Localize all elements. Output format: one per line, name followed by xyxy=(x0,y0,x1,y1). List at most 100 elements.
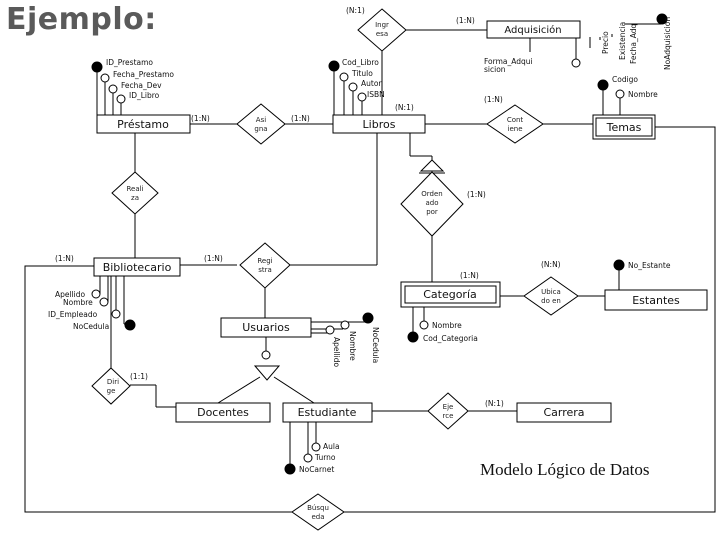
svg-text:Titulo: Titulo xyxy=(351,69,373,78)
svg-text:Búsqu: Búsqu xyxy=(307,504,329,512)
svg-text:Reali: Reali xyxy=(126,185,143,193)
entity-bibliotecario: Bibliotecario xyxy=(93,257,181,277)
svg-text:(N:1): (N:1) xyxy=(346,6,365,15)
svg-text:(1:N): (1:N) xyxy=(456,16,475,25)
svg-text:Precio: Precio xyxy=(601,31,610,54)
svg-text:NoCarnet: NoCarnet xyxy=(299,465,334,474)
svg-text:(1:N): (1:N) xyxy=(484,95,503,104)
svg-text:ID_Empleado: ID_Empleado xyxy=(48,310,98,319)
svg-text:Eje: Eje xyxy=(443,403,454,411)
svg-text:Temas: Temas xyxy=(606,121,642,134)
svg-text:(N:1): (N:1) xyxy=(395,103,414,112)
svg-text:Apellido: Apellido xyxy=(55,290,86,299)
rel-ubicado: Ubica do en xyxy=(523,276,579,316)
svg-text:Turno: Turno xyxy=(314,453,336,462)
svg-text:(1:N): (1:N) xyxy=(467,190,486,199)
slide-title: Ejemplo: xyxy=(6,2,157,37)
svg-text:Cont: Cont xyxy=(507,116,524,124)
svg-text:Asi: Asi xyxy=(256,116,266,124)
svg-text:eda: eda xyxy=(311,513,324,521)
svg-text:(N:N): (N:N) xyxy=(541,260,561,269)
svg-text:gna: gna xyxy=(254,125,267,133)
svg-text:Fecha_Prestamo: Fecha_Prestamo xyxy=(113,70,174,79)
rel-ejerce: Eje rce xyxy=(427,392,469,430)
svg-text:ISBN: ISBN xyxy=(367,90,385,99)
svg-text:Cod_Libro: Cod_Libro xyxy=(342,58,379,67)
svg-text:za: za xyxy=(131,194,139,202)
svg-text:(1:1): (1:1) xyxy=(130,372,148,381)
svg-text:Cod_Categoria: Cod_Categoria xyxy=(423,334,478,343)
svg-text:Nombre: Nombre xyxy=(63,298,93,307)
svg-text:NoCedula: NoCedula xyxy=(73,322,109,331)
svg-text:Adquisición: Adquisición xyxy=(504,24,561,36)
svg-text:Nombre: Nombre xyxy=(432,321,462,330)
svg-text:(1:N): (1:N) xyxy=(291,114,310,123)
svg-text:Codigo: Codigo xyxy=(612,75,638,84)
svg-text:Forma_Adqui: Forma_Adqui xyxy=(484,57,533,66)
svg-text:ge: ge xyxy=(107,387,116,395)
svg-text:Usuarios: Usuarios xyxy=(242,321,290,334)
svg-text:Orden: Orden xyxy=(421,190,442,198)
svg-text:Ingr: Ingr xyxy=(375,21,389,29)
rel-contiene: Cont iene xyxy=(486,104,544,144)
svg-text:Aula: Aula xyxy=(323,442,340,451)
diagram-caption: Modelo Lógico de Datos xyxy=(480,460,650,479)
svg-text:Regi: Regi xyxy=(257,257,272,265)
svg-text:(N:1): (N:1) xyxy=(485,399,504,408)
entity-prestamo: Préstamo xyxy=(96,114,191,134)
svg-text:Docentes: Docentes xyxy=(197,406,249,419)
rel-dirige: Diri ge xyxy=(91,367,131,405)
svg-text:(1:N): (1:N) xyxy=(55,254,74,263)
svg-text:ID_Prestamo: ID_Prestamo xyxy=(106,58,153,67)
svg-text:(1:N): (1:N) xyxy=(460,271,479,280)
rel-registra: Regi stra xyxy=(239,242,291,289)
svg-text:ado: ado xyxy=(425,199,438,207)
svg-text:do en: do en xyxy=(541,297,561,305)
entity-libros: Libros xyxy=(332,114,426,134)
svg-text:(1:N): (1:N) xyxy=(191,114,210,123)
attribute-labels: ID_Prestamo Fecha_Prestamo Fecha_Dev ID_… xyxy=(48,17,672,474)
svg-text:Diri: Diri xyxy=(107,378,119,386)
rel-asigna: Asi gna xyxy=(236,103,286,145)
entity-estantes: Estantes xyxy=(604,289,708,311)
cardinality-labels: (N:1) (1:N) (1:N) (1:N) (N:1) (1:N) (1:N… xyxy=(55,6,561,408)
connection-lines xyxy=(24,29,716,513)
svg-text:Ubica: Ubica xyxy=(541,288,561,296)
rel-realiza: Reali za xyxy=(111,171,159,215)
svg-text:Categoría: Categoría xyxy=(423,288,477,301)
entity-docentes: Docentes xyxy=(175,402,271,423)
svg-text:esa: esa xyxy=(376,30,388,38)
svg-text:Existencia: Existencia xyxy=(618,22,627,60)
svg-text:Préstamo: Préstamo xyxy=(117,118,169,131)
svg-text:Autor: Autor xyxy=(361,79,382,88)
entity-carrera: Carrera xyxy=(516,402,612,423)
svg-text:rce: rce xyxy=(443,412,454,420)
rel-busqueda: Búsqu eda xyxy=(291,493,345,531)
svg-text:Apellido: Apellido xyxy=(332,337,341,368)
svg-text:iene: iene xyxy=(508,125,523,133)
svg-text:Nombre: Nombre xyxy=(348,331,357,361)
svg-text:por: por xyxy=(426,208,438,216)
svg-text:Libros: Libros xyxy=(363,118,396,131)
svg-text:Fecha_Dev: Fecha_Dev xyxy=(121,81,162,90)
svg-text:stra: stra xyxy=(258,266,272,274)
entity-usuarios: Usuarios xyxy=(220,317,312,338)
svg-text:(1:N): (1:N) xyxy=(204,254,223,263)
rel-ordenado: Orden ado por xyxy=(400,171,464,237)
svg-text:ID_Libro: ID_Libro xyxy=(129,91,160,100)
svg-text:Fecha_Adq: Fecha_Adq xyxy=(629,23,638,64)
entity-temas: Temas xyxy=(592,114,656,140)
entity-categoria: Categoría xyxy=(400,281,501,308)
svg-text:Carrera: Carrera xyxy=(543,406,584,419)
entity-estudiante: Estudiante xyxy=(282,402,373,423)
svg-text:NoAdquisicion: NoAdquisicion xyxy=(663,17,672,70)
svg-text:Estantes: Estantes xyxy=(632,294,680,307)
rel-ingresa: Ingr esa xyxy=(357,8,407,52)
svg-text:Bibliotecario: Bibliotecario xyxy=(103,261,172,274)
svg-text:NoCedula: NoCedula xyxy=(371,327,380,363)
attribute-markers xyxy=(91,13,668,475)
entity-adquisicion: Adquisición xyxy=(486,20,581,39)
svg-text:sicion: sicion xyxy=(484,65,506,74)
svg-text:Estudiante: Estudiante xyxy=(298,406,357,419)
